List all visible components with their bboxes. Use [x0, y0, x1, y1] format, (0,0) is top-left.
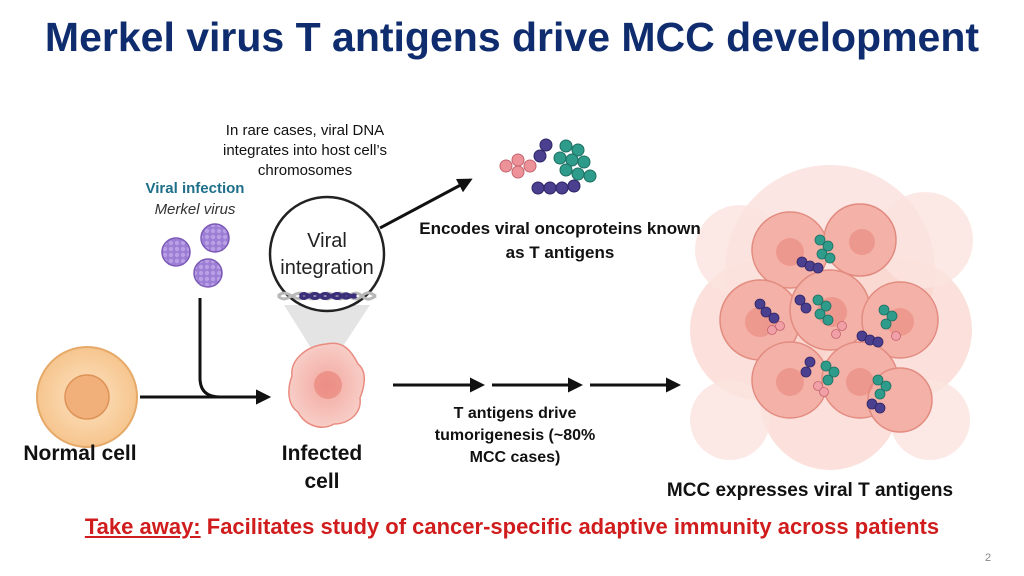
page-number: 2	[985, 552, 992, 564]
infected-cell-icon	[288, 342, 365, 428]
virus-name-label: Merkel virus	[154, 201, 236, 218]
slide-title: Merkel virus T antigens drive MCC develo…	[44, 14, 980, 60]
dna-helix-icon	[276, 291, 377, 301]
viral-infection-label: Viral infection	[145, 180, 245, 197]
magnifier-cone	[284, 305, 370, 372]
encodes-oncoproteins-text: Encodes viral oncoproteins known as T an…	[419, 219, 701, 262]
infected-cell-label: Infected cell	[281, 442, 363, 493]
virus-particle-icon	[161, 223, 230, 288]
t-antigen-protein-icon	[499, 138, 597, 195]
normal-cell-label: Normal cell	[23, 442, 137, 465]
takeaway-text: Facilitates study of cancer-specific ada…	[200, 514, 940, 539]
magnifier-line2: integration	[280, 257, 373, 279]
integration-note: In rare cases, viral DNA integrates into…	[223, 122, 387, 179]
magnifier-line1: Viral	[307, 230, 347, 252]
takeaway-line: Take away: Facilitates study of cancer-s…	[0, 514, 1024, 540]
integration-to-antigen-arrow	[379, 178, 473, 230]
tumor-t-antigens	[754, 234, 901, 414]
viral-integration-magnifier	[268, 195, 386, 313]
takeaway-label: Take away:	[84, 514, 201, 539]
t-antigens-drive-text: T antigens drive tumorigenesis (~80% MCC…	[434, 405, 596, 466]
mcc-expresses-label: MCC expresses viral T antigens	[666, 480, 954, 501]
normal-cell-icon	[36, 346, 138, 448]
infection-arrow	[198, 298, 271, 405]
